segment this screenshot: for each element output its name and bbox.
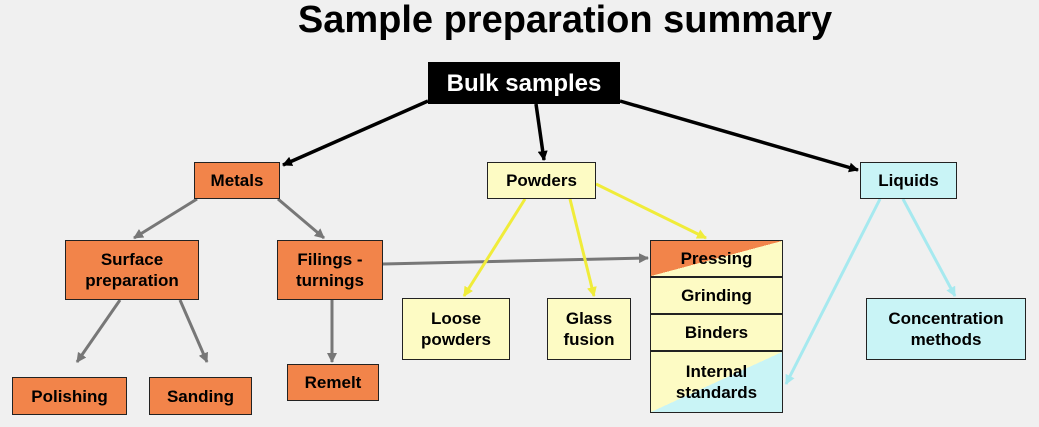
node-label: Metals [210, 171, 264, 190]
node-binders: Binders [650, 314, 783, 351]
node-label-line: Filings - [297, 250, 363, 269]
node-label-line: Concentration [888, 309, 1004, 328]
node-label-line: standards [675, 383, 758, 402]
arrow-powders-to-pressing [595, 182, 707, 240]
node-label: Binders [684, 323, 749, 342]
node-pressing: Pressing [650, 240, 783, 277]
arrow-metals-to-filings [277, 197, 325, 240]
node-label: Remelt [304, 373, 362, 392]
node-internal-standards: Internal standards [650, 351, 783, 413]
node-liquids: Liquids [860, 162, 957, 199]
node-loose-powders: Loose powders [402, 298, 510, 360]
node-label-line: preparation [85, 271, 179, 290]
arrow-metals-to-surface [133, 197, 198, 240]
arrow-powders-to-glass [568, 198, 597, 297]
node-label-line: methods [910, 330, 982, 349]
diagram-title: Sample preparation summary [297, 0, 833, 41]
node-label: Sanding [166, 386, 235, 406]
node-filings-turnings: Filings - turnings [277, 240, 383, 300]
arrow-powders-to-loose [462, 198, 527, 297]
arrow-surface-to-sanding [178, 299, 209, 363]
node-sanding: Sanding [149, 377, 252, 415]
node-label: Pressing [680, 249, 753, 268]
node-bulk-samples: Bulk samples [428, 62, 620, 104]
node-glass-fusion: Glass fusion [547, 298, 631, 360]
arrow-surface-to-polishing [75, 299, 122, 363]
arrow-liquids-to-concentration [901, 198, 957, 297]
node-label: Bulk samples [446, 69, 602, 97]
node-label-line: fusion [563, 330, 615, 349]
arrow-liquids-to-internal [784, 198, 882, 385]
node-label: Powders [506, 171, 577, 190]
node-powders: Powders [487, 162, 596, 199]
node-label-line: Loose [430, 309, 482, 328]
node-label: Polishing [31, 386, 108, 406]
arrow-filings-to-pressing [382, 253, 649, 266]
node-label-line: Glass [565, 309, 613, 328]
node-polishing: Polishing [12, 377, 127, 415]
node-concentration-methods: Concentration methods [866, 298, 1026, 360]
arrow-bulk-to-powders [534, 103, 548, 161]
arrow-bulk-to-metals [282, 99, 429, 167]
node-metals: Metals [194, 162, 280, 199]
node-label-line: turnings [296, 271, 364, 290]
node-remelt: Remelt [287, 364, 379, 401]
node-label: Liquids [878, 171, 939, 190]
node-label-line: powders [421, 330, 491, 349]
node-grinding: Grinding [650, 277, 783, 314]
node-surface-preparation: Surface preparation [65, 240, 199, 300]
node-label-line: Internal [685, 362, 748, 381]
node-label: Grinding [681, 286, 752, 305]
node-label-line: Surface [100, 250, 164, 269]
arrow-bulk-to-liquids [619, 99, 859, 173]
